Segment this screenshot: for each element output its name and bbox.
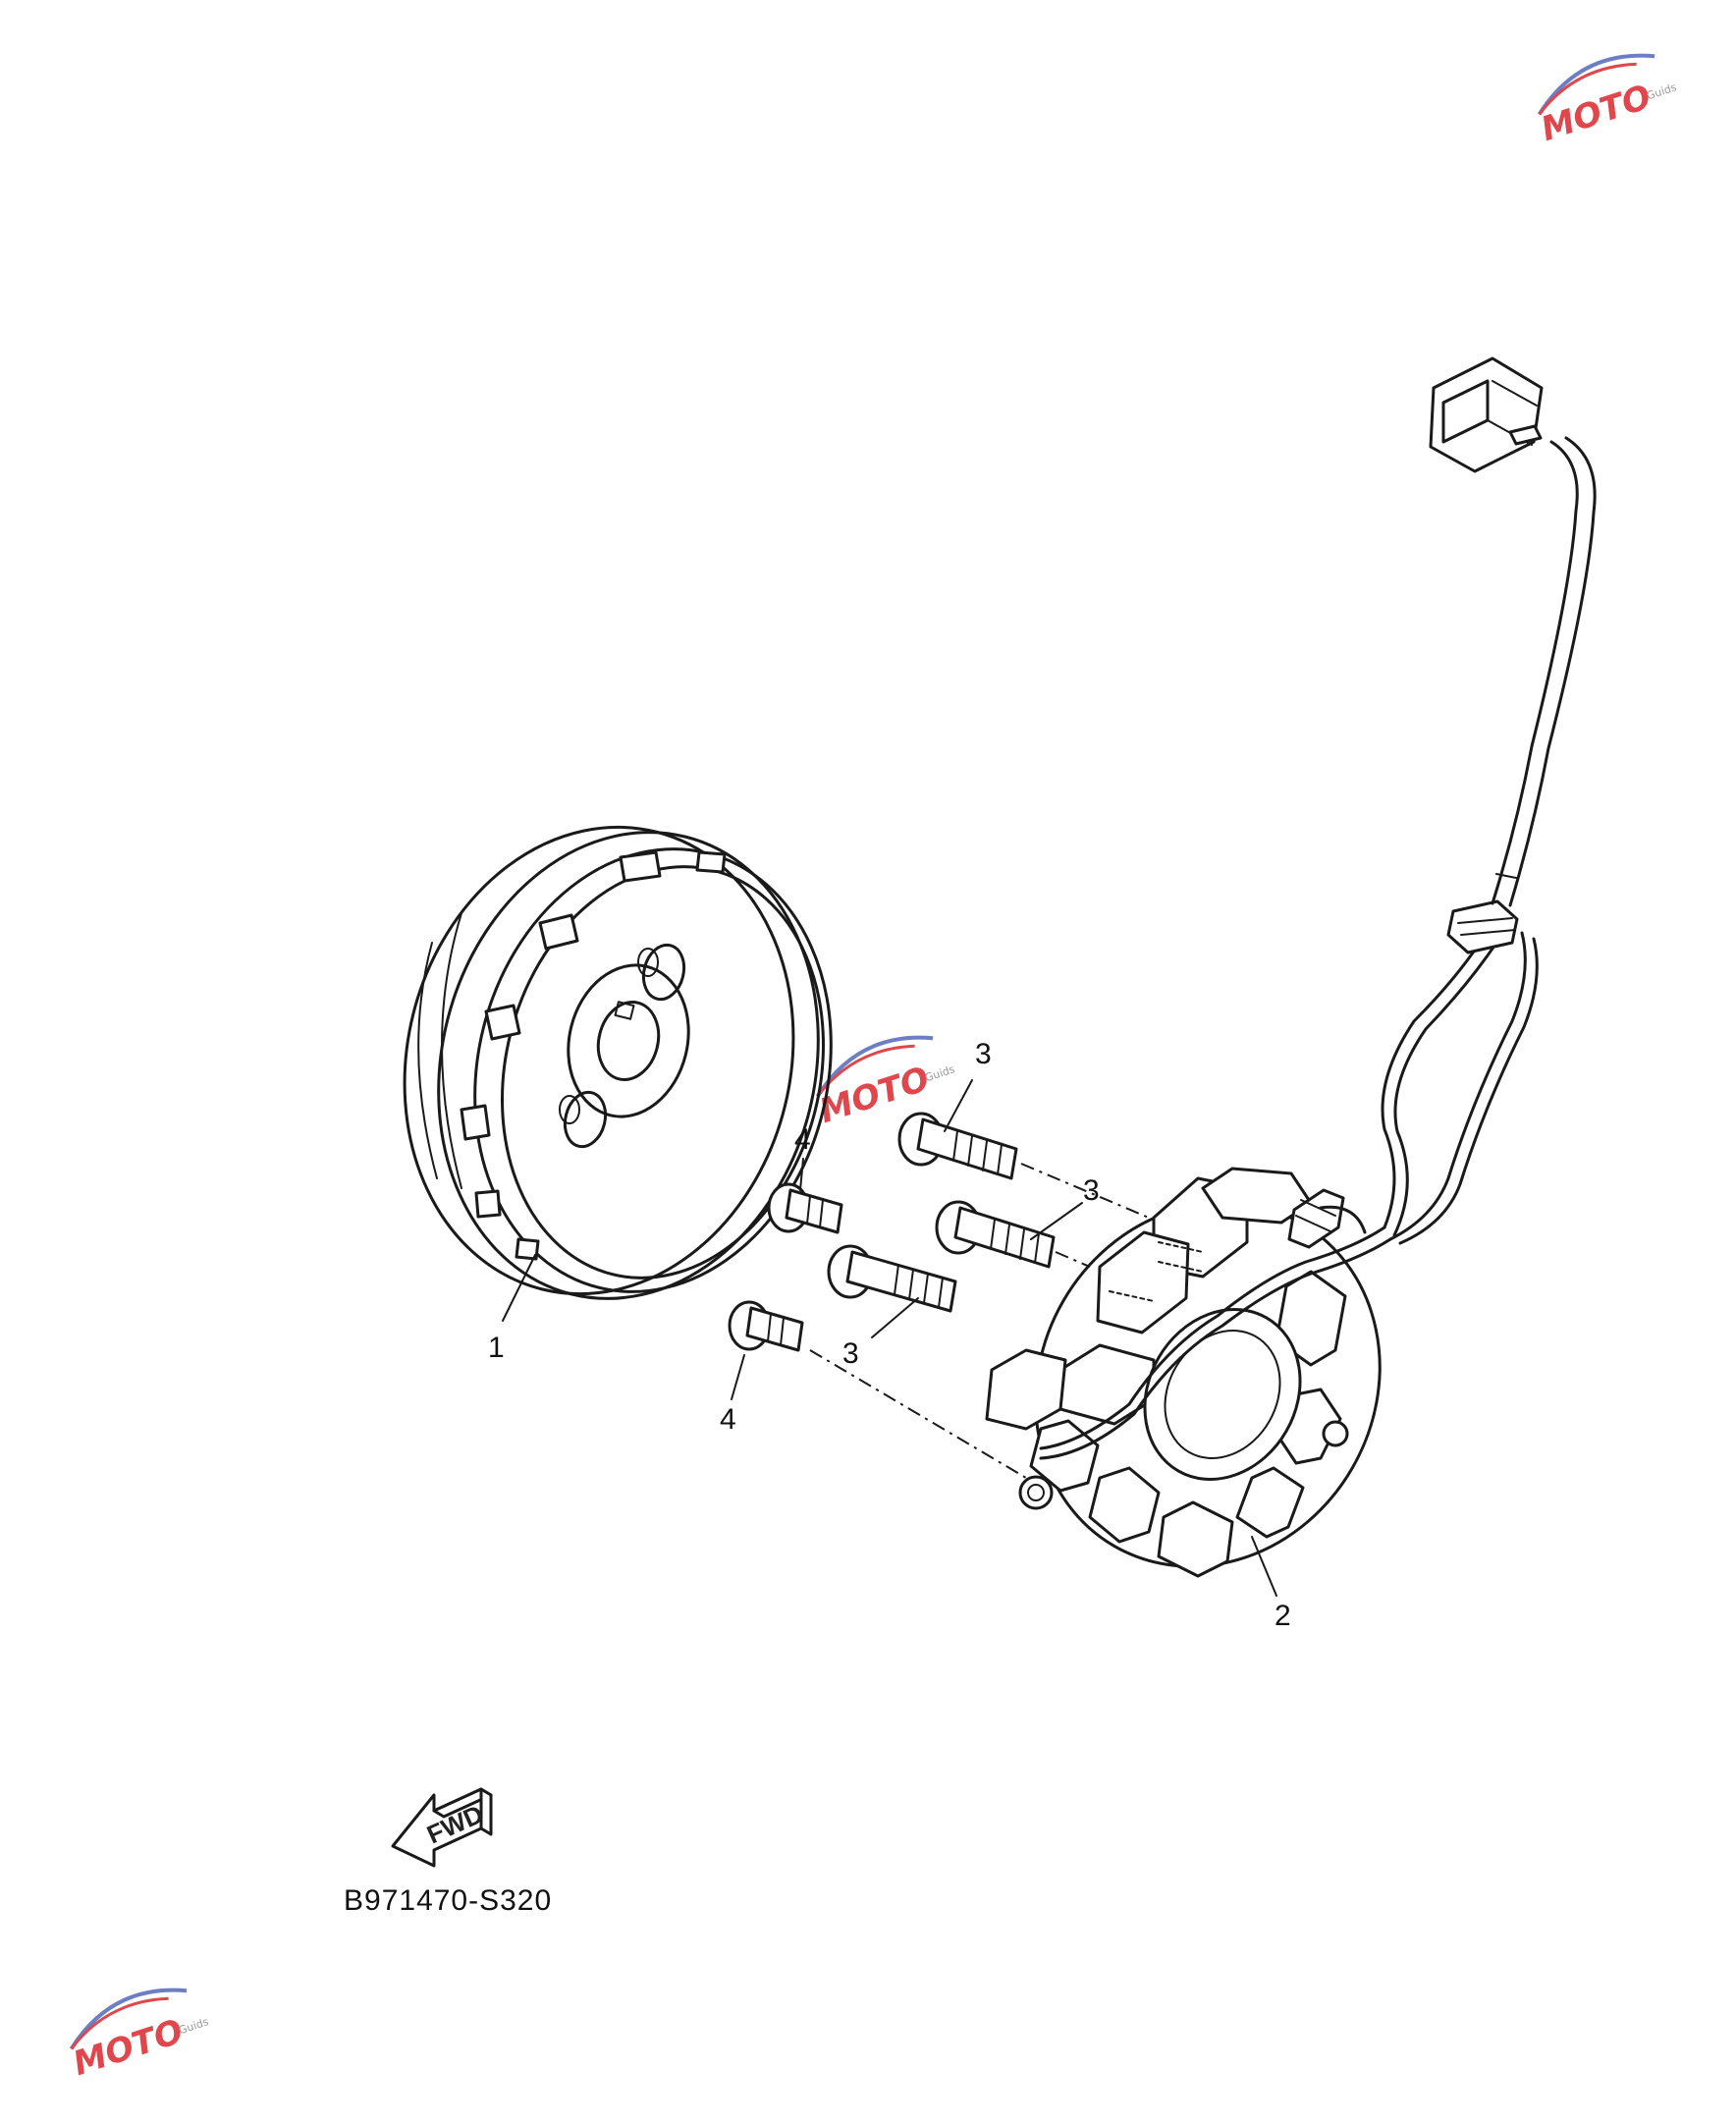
callout-3a: 3 xyxy=(975,1038,992,1070)
screw-3c xyxy=(827,1244,957,1313)
leader-line-1 xyxy=(502,1254,536,1322)
watermark-bottom-left: MOTO Guids xyxy=(69,1988,210,2085)
leader-line-4a xyxy=(799,1158,804,1191)
leader-line-4b xyxy=(731,1354,745,1400)
screw-4a xyxy=(767,1182,843,1234)
watermark-brand: MOTO xyxy=(1537,78,1656,150)
screw-3a xyxy=(897,1112,1018,1180)
alignment-line xyxy=(1055,1251,1091,1268)
leader-line-3a xyxy=(944,1079,973,1132)
callout-3b: 3 xyxy=(1083,1174,1100,1207)
callout-3c: 3 xyxy=(842,1337,859,1370)
callout-2: 2 xyxy=(1275,1600,1291,1632)
callout-4a: 4 xyxy=(794,1123,811,1156)
watermark-top-right: MOTO Guids xyxy=(1537,53,1678,150)
alignment-line xyxy=(1020,1163,1150,1219)
screw-3b xyxy=(935,1200,1056,1269)
wiring-harness xyxy=(1287,356,1597,1249)
alignment-line xyxy=(809,1349,1027,1479)
watermark-tagline: Guids xyxy=(923,1062,956,1084)
leader-line-3b xyxy=(1030,1202,1083,1240)
callout-1: 1 xyxy=(488,1332,505,1364)
screw-4b xyxy=(728,1300,804,1352)
fwd-arrow-icon: FWD xyxy=(391,1787,493,1868)
watermark-tagline: Guids xyxy=(177,2015,210,2037)
stator-assembly xyxy=(985,1167,1392,1578)
callout-4b: 4 xyxy=(720,1403,736,1436)
diagram-code: B971470-S320 xyxy=(344,1884,552,1917)
leader-line-3c xyxy=(871,1297,919,1338)
watermark-brand: MOTO xyxy=(69,2012,189,2085)
watermark-tagline: Guids xyxy=(1645,81,1678,102)
leader-line-2 xyxy=(1251,1536,1277,1597)
rotor-flywheel xyxy=(403,825,833,1300)
